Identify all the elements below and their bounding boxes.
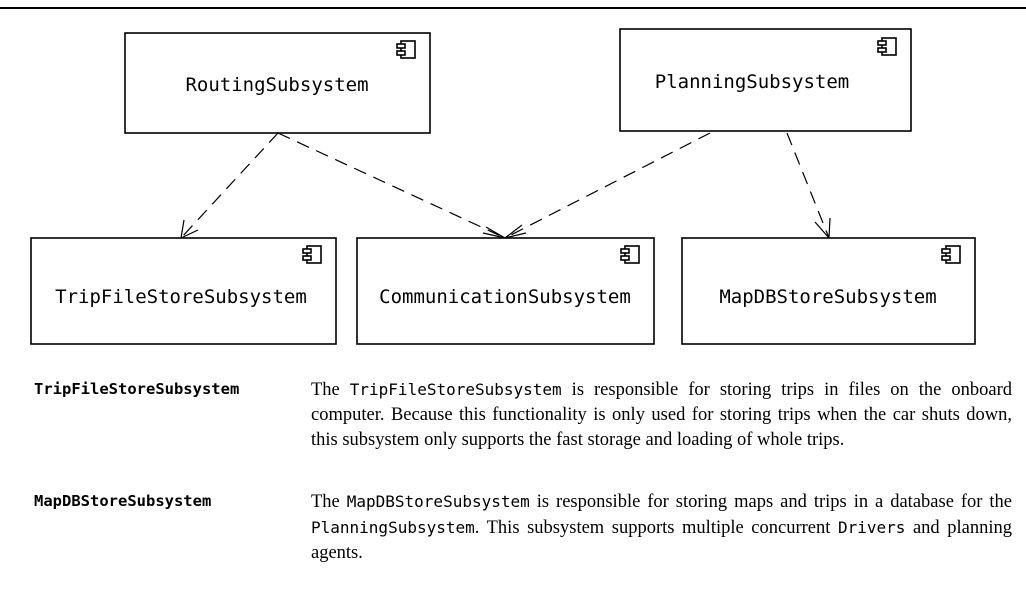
description-term: MapDBStoreSubsystem xyxy=(34,492,212,510)
component-label: RoutingSubsystem xyxy=(185,74,368,96)
description-code: MapDBStoreSubsystem xyxy=(346,492,530,511)
component-tripfile-subsystem[interactable]: TripFileStoreSubsystem xyxy=(30,237,337,345)
description-text: is responsible for storing maps and trip… xyxy=(529,492,1013,512)
component-label: MapDBStoreSubsystem xyxy=(719,286,936,308)
component-label: PlanningSubsystem xyxy=(655,71,849,93)
description-body: The MapDBStoreSubsystem is responsible f… xyxy=(311,489,1012,566)
description-code: Drivers xyxy=(837,518,906,537)
description-term: TripFileStoreSubsystem xyxy=(34,380,240,398)
description-text: . This subsystem supports multiple concu… xyxy=(474,518,838,538)
dependency-planning-mapdb xyxy=(786,132,830,239)
component-routing-subsystem[interactable]: RoutingSubsystem xyxy=(124,32,431,134)
top-rule xyxy=(0,7,1026,9)
description-code: TripFileStoreSubsystem xyxy=(349,380,562,399)
description-text: The xyxy=(311,492,347,512)
dependency-routing-communication xyxy=(277,132,506,239)
component-diagram: RoutingSubsystem PlanningSubsystem TripF… xyxy=(30,28,976,345)
dependency-routing-tripfile xyxy=(180,132,279,239)
description-body: The TripFileStoreSubsystem is responsibl… xyxy=(311,377,1012,453)
description-code: PlanningSubsystem xyxy=(311,518,475,537)
description-text: is responsible for storing trips in file… xyxy=(311,380,1013,450)
component-communication-subsystem[interactable]: CommunicationSubsystem xyxy=(356,237,655,345)
component-mapdb-subsystem[interactable]: MapDBStoreSubsystem xyxy=(681,237,976,345)
component-label: TripFileStoreSubsystem xyxy=(55,286,307,308)
arrowhead-communication-right xyxy=(504,224,527,239)
dependency-planning-communication xyxy=(504,132,711,239)
dependency-arrows xyxy=(180,132,830,239)
component-label: CommunicationSubsystem xyxy=(379,286,631,308)
description-text: The xyxy=(311,380,350,400)
arrowheads xyxy=(180,217,831,240)
description-text: and planning agents. xyxy=(311,518,1012,563)
component-planning-subsystem[interactable]: PlanningSubsystem xyxy=(619,28,912,132)
